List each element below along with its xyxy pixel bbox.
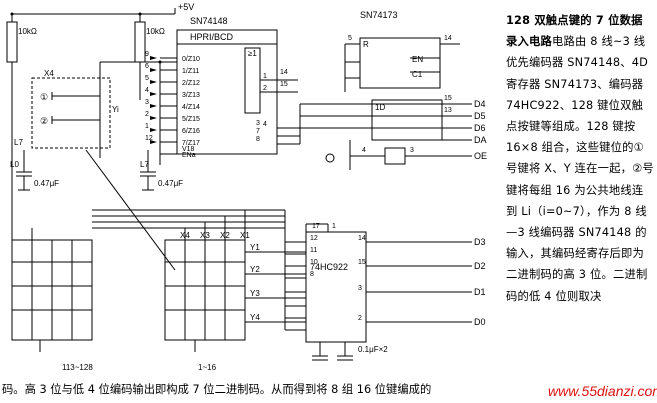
output-d6: D6 <box>474 123 486 133</box>
svg-text:1: 1 <box>145 123 149 130</box>
svg-text:15: 15 <box>444 95 452 102</box>
svg-text:3: 3 <box>410 147 414 154</box>
ic2-pin-en: EN <box>412 55 423 64</box>
yrow-y4: Y4 <box>250 313 260 322</box>
svg-text:12: 12 <box>145 135 153 142</box>
svg-text:2: 2 <box>145 111 149 118</box>
ic1-pin-6: 6/Z16 <box>182 128 200 135</box>
yrow-y1: Y1 <box>250 243 260 252</box>
svg-text:14: 14 <box>444 35 452 42</box>
range-1-16: 1~16 <box>198 363 217 372</box>
ic1-sym: ≥1 <box>248 49 257 58</box>
ic1-out-3: 4 <box>263 121 267 128</box>
key-matrix-left <box>11 239 93 341</box>
output-d4: D4 <box>474 99 486 109</box>
xcol-x4: X4 <box>180 231 190 240</box>
l7a-label: L7 <box>14 138 23 147</box>
resistor-10k-left <box>6 21 18 63</box>
xcol-x3: X3 <box>200 231 210 240</box>
ic1-pin-4: 4/Z14 <box>182 104 200 111</box>
output-d0: D0 <box>474 317 486 327</box>
output-d5: D5 <box>474 111 486 121</box>
ic1-out-1: 1 <box>263 73 267 80</box>
key1-label: ① <box>40 92 48 102</box>
ic1-pin-2: 2/Z12 <box>182 80 200 87</box>
footer-text: 码。高 3 位与低 4 位编码输出即构成 7 位二进制码。从而得到将 8 组 1… <box>2 383 432 396</box>
vcc-label: +5V <box>178 2 194 12</box>
svg-text:3: 3 <box>256 120 260 127</box>
output-d1: D1 <box>474 287 486 297</box>
ic1-out-2: 2 <box>263 85 267 92</box>
svg-text:8: 8 <box>256 136 260 143</box>
svg-text:3: 3 <box>145 99 149 106</box>
svg-text:14: 14 <box>358 235 366 242</box>
l0-label: L0 <box>10 160 19 169</box>
yrow-y2: Y2 <box>250 265 260 274</box>
svg-text:15: 15 <box>358 259 366 266</box>
svg-text:10: 10 <box>310 259 318 266</box>
pin-numbers: 9 6 5 4 3 2 1 12 14 15 3 7 8 5 14 15 13 … <box>145 35 452 322</box>
ic2-pin-r: R <box>363 40 369 49</box>
output-d2: D2 <box>474 261 486 271</box>
svg-text:13: 13 <box>444 107 452 114</box>
ic3-name: 74HC922 <box>310 262 348 272</box>
yi-label: Yi <box>112 105 119 114</box>
ic1-pin-5: 5/Z15 <box>182 116 200 123</box>
svg-text:4: 4 <box>362 147 366 154</box>
cap1-label: 0.47μF <box>34 179 59 188</box>
svg-text:14: 14 <box>280 69 288 76</box>
svg-text:15: 15 <box>280 81 288 88</box>
ic2-pin-1d: 1D <box>375 103 385 112</box>
cap3-label: 0.1μF×2 <box>358 345 388 354</box>
svg-text:8: 8 <box>310 271 314 278</box>
svg-text:12: 12 <box>310 235 318 242</box>
ic1-pin-1: 1/Z11 <box>182 68 199 75</box>
svg-text:5: 5 <box>145 75 149 82</box>
key-matrix-right <box>164 239 246 341</box>
ic1-name: SN74148 <box>190 16 228 26</box>
ic1-pin-3: 3/Z13 <box>182 92 200 99</box>
svg-text:9: 9 <box>145 51 149 58</box>
sidebar-title: 128 双触点键的 7 位数据录入电路 <box>506 14 643 49</box>
watermark: www.55dianzi.com <box>548 383 657 399</box>
sidebar-body: 电路由 8 线~3 线优先编码器 SN74148、4D 寄存器 SN74173、… <box>506 35 654 303</box>
ic1-pin-0: 0/Z10 <box>182 56 200 63</box>
ic2-pin-c1: C1 <box>412 70 423 79</box>
yrow-y3: Y3 <box>250 289 260 298</box>
l7b-label: L7 <box>140 160 149 169</box>
ic1-pin-7: 7/Z17 <box>182 140 200 147</box>
r2-label: 10kΩ <box>146 27 165 36</box>
svg-text:7: 7 <box>256 128 260 135</box>
ic2-name: SN74173 <box>360 10 398 20</box>
svg-text:4: 4 <box>145 87 149 94</box>
svg-text:2: 2 <box>358 315 362 322</box>
resistor-10k-right <box>134 21 146 63</box>
key2-label: ② <box>40 116 48 126</box>
svg-text:3: 3 <box>358 285 362 292</box>
description-sidebar: 128 双触点键的 7 位数据录入电路电路由 8 线~3 线优先编码器 SN74… <box>506 10 654 307</box>
svg-text:17: 17 <box>312 223 320 230</box>
r1-label: 10kΩ <box>18 27 37 36</box>
ic1-pin-8: V18 <box>182 146 195 153</box>
svg-text:11: 11 <box>310 247 317 254</box>
svg-text:1: 1 <box>332 223 336 230</box>
ic1-title: HPRI/BCD <box>190 32 234 42</box>
output-oe: OE <box>474 151 487 161</box>
ic1-pin-9: ENa <box>182 152 196 159</box>
x4-label: X4 <box>44 69 54 78</box>
range-113-128: 113~128 <box>62 363 93 372</box>
svg-text:5: 5 <box>348 35 352 42</box>
xcol-x2: X2 <box>220 231 230 240</box>
svg-text:6: 6 <box>145 63 149 70</box>
xcol-x1: X1 <box>240 231 250 240</box>
output-d3: D3 <box>474 237 486 247</box>
circuit-schematic: +5V 10kΩ 10kΩ SN74148 HPRI/BCD ≥1 0/Z10 … <box>6 2 487 372</box>
output-da: DA <box>474 135 487 145</box>
cap2-label: 0.47μF <box>158 179 183 188</box>
